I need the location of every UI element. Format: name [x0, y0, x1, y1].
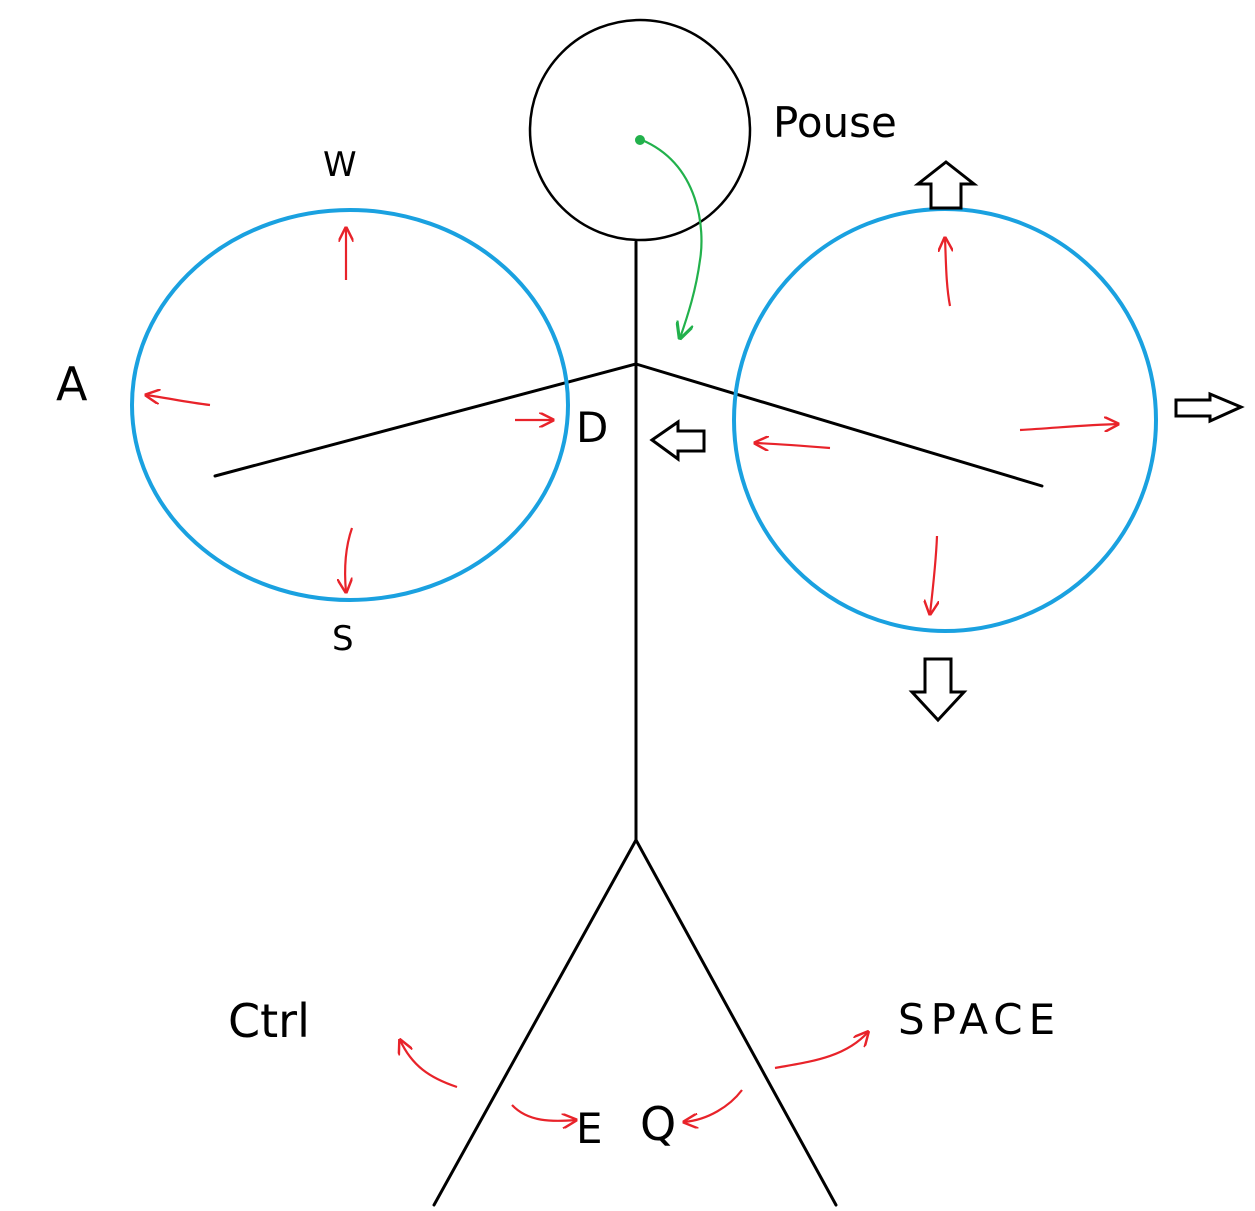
right-right-arrow — [1019, 424, 1118, 430]
space-arrow — [774, 1032, 868, 1070]
mouse-dot — [635, 135, 645, 145]
right-circle-arrows — [755, 238, 1118, 614]
left-arm-circle — [130, 208, 570, 602]
a-label: A — [56, 357, 88, 411]
a-arrow — [146, 395, 211, 407]
left-leg — [432, 838, 638, 1207]
head-circle — [528, 18, 752, 242]
outline-arrows — [649, 160, 1245, 723]
outline-right-arrow — [1174, 391, 1245, 424]
ctrl-arrow — [400, 1040, 458, 1089]
mouse-label: Pouse — [773, 98, 897, 147]
right-leg — [634, 838, 838, 1207]
d-label: D — [576, 403, 608, 452]
mouse-curve-arrow — [641, 138, 703, 338]
q-label: Q — [640, 1097, 676, 1151]
left-arm — [213, 362, 638, 478]
s-arrow — [345, 527, 352, 592]
right-up-arrow — [945, 238, 950, 307]
leg-arrows — [400, 1032, 868, 1122]
w-label: W — [323, 145, 357, 185]
right-arm-circle — [732, 207, 1158, 633]
s-label: S — [332, 619, 354, 659]
ctrl-label: Ctrl — [228, 994, 310, 1048]
wasd-arrows — [146, 228, 553, 592]
right-down-arrow — [930, 535, 937, 614]
outline-left-arrow — [649, 419, 706, 462]
outline-down-arrow — [908, 657, 968, 723]
right-arm — [634, 362, 1044, 488]
mouse-control — [635, 135, 703, 338]
e-arrow — [511, 1104, 576, 1121]
right-left-arrow — [755, 443, 831, 448]
q-arrow — [684, 1089, 743, 1122]
e-label: E — [576, 1104, 603, 1153]
outline-up-arrow — [913, 160, 979, 210]
space-label: SPACE — [898, 995, 1061, 1044]
